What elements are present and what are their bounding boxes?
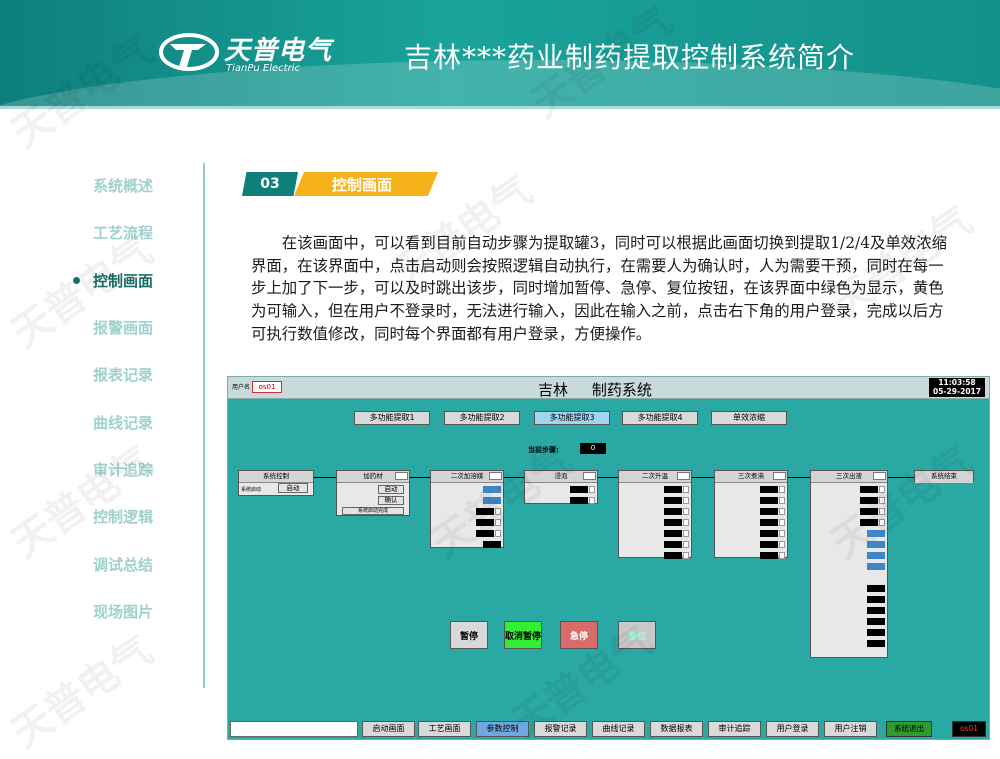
emergency-stop-button[interactable]: 急停 xyxy=(560,621,598,649)
block-title: 浸泡 xyxy=(525,471,597,483)
tab-extract-2[interactable]: 多功能提取2 xyxy=(444,411,520,425)
section-number: 03 xyxy=(242,172,298,196)
block-heat-2: 二次升温 xyxy=(618,470,692,559)
sidebar-divider xyxy=(203,163,205,688)
sidebar-item-curve[interactable]: 曲线记录 xyxy=(72,398,202,445)
sidebar-item-label: 现场图片 xyxy=(93,602,154,621)
block-soak: 浸泡 xyxy=(524,470,598,504)
pause-button[interactable]: 暂停 xyxy=(450,621,488,649)
active-bullet-icon xyxy=(73,277,80,285)
block-system-end: 系统结束 xyxy=(914,470,974,483)
sidebar-item-control[interactable]: 控制画面 xyxy=(72,257,202,304)
tab-extract-4[interactable]: 多功能提取4 xyxy=(622,411,698,425)
block-title: 三次出液 xyxy=(811,471,887,483)
sidebar-item-debug[interactable]: 调试总结 xyxy=(72,540,202,587)
block-title: 系统控制 xyxy=(239,471,313,483)
brand-name-en: TianPu Electric xyxy=(226,63,300,74)
sidebar-nav: 系统概述 工艺流程 控制画面 报警画面 报表记录 曲线记录 审计追踪 控制逻辑 … xyxy=(72,162,202,635)
tab-extract-3[interactable]: 多功能提取3 xyxy=(534,411,610,425)
block-title: 二次升温 xyxy=(619,471,691,483)
sidebar-item-label: 工艺流程 xyxy=(93,224,154,243)
block-title: 加药材 xyxy=(337,471,409,483)
nav-user-login[interactable]: 用户登录 xyxy=(766,721,819,737)
user-field: os01 xyxy=(252,381,282,393)
sidebar-item-photos[interactable]: 现场图片 xyxy=(72,588,202,635)
block-extract-3: 三次出液 启动 确认 确认 xyxy=(810,470,888,658)
system-exit-button[interactable]: 系统退出 xyxy=(886,721,932,737)
section-title: 控制画面 xyxy=(294,172,438,196)
scada-taskbar: 启动画面 工艺画面 参数控制 报警记录 曲线记录 数据报表 审计追踪 用户登录 … xyxy=(228,719,989,739)
sidebar-item-process[interactable]: 工艺流程 xyxy=(72,209,202,256)
block-label: 系统启动 xyxy=(241,486,262,493)
tab-concentrate[interactable]: 单效浓缩 xyxy=(711,411,787,425)
system-start-button[interactable]: 启动 xyxy=(278,483,308,493)
reset-button[interactable]: 复位 xyxy=(618,621,656,649)
user-label: 用户名 xyxy=(232,384,251,391)
nav-user-logout[interactable]: 用户注销 xyxy=(824,721,877,737)
current-step-label: 当前步骤: xyxy=(528,446,559,454)
clock-time: 11:03:58 xyxy=(938,378,976,387)
sidebar-item-report[interactable]: 报表记录 xyxy=(72,351,202,398)
sidebar-item-label: 控制逻辑 xyxy=(93,508,154,527)
sidebar-item-alarm[interactable]: 报警画面 xyxy=(72,304,202,351)
block-add-solvent-2: 二次加溶媒 xyxy=(430,470,504,548)
sidebar-item-audit[interactable]: 审计追踪 xyxy=(72,446,202,493)
add-material-confirm-button[interactable]: 确认 xyxy=(378,496,404,505)
nav-curve-record[interactable]: 曲线记录 xyxy=(592,721,645,737)
scada-screenshot: 用户名 os01 吉林 制药系统 11:03:58 05-29-2017 多功能… xyxy=(227,376,990,740)
sidebar-item-logic[interactable]: 控制逻辑 xyxy=(72,493,202,540)
brand-name-cn: 天普电气 xyxy=(224,36,333,66)
sidebar-item-label: 审计追踪 xyxy=(93,460,154,479)
scada-system-title: 吉林 制药系统 xyxy=(538,381,652,399)
sidebar-item-label: 调试总结 xyxy=(93,555,154,574)
sidebar-item-label: 曲线记录 xyxy=(93,413,154,432)
cancel-pause-button[interactable]: 取消暂停 xyxy=(504,621,542,649)
sidebar-item-overview[interactable]: 系统概述 xyxy=(72,162,202,209)
page-title: 吉林***药业制药提取控制系统简介 xyxy=(404,41,856,74)
sidebar-item-label: 报警画面 xyxy=(93,319,154,338)
block-title: 系统结束 xyxy=(915,471,973,483)
header-banner: 天普电气 TianPu Electric 吉林***药业制药提取控制系统简介 xyxy=(0,0,1000,108)
nav-alarm-record[interactable]: 报警记录 xyxy=(534,721,587,737)
clock-display: 11:03:58 05-29-2017 xyxy=(929,378,985,397)
sidebar-item-label: 系统概述 xyxy=(93,177,154,196)
current-step-value: 0 xyxy=(580,443,606,454)
add-material-start-button[interactable]: 启动 xyxy=(378,485,404,494)
tab-extract-1[interactable]: 多功能提取1 xyxy=(354,411,430,425)
nav-param-control[interactable]: 参数控制 xyxy=(476,721,529,737)
block-title: 三次煮沸 xyxy=(715,471,787,483)
block-title: 二次加溶媒 xyxy=(431,471,503,483)
nav-start-screen[interactable]: 启动画面 xyxy=(362,721,415,737)
alarm-mini-panel xyxy=(230,721,358,737)
watermark: 天普电气 xyxy=(3,627,162,758)
company-logo-icon xyxy=(159,33,219,71)
sidebar-item-label: 报表记录 xyxy=(93,366,154,385)
scada-titlebar: 用户名 os01 吉林 制药系统 11:03:58 05-29-2017 xyxy=(228,377,989,399)
nav-audit-trail[interactable]: 审计追踪 xyxy=(708,721,761,737)
header-divider xyxy=(0,106,1000,109)
block-boil-3: 三次煮沸 xyxy=(714,470,788,559)
clock-date: 05-29-2017 xyxy=(933,387,981,396)
nav-data-report[interactable]: 数据报表 xyxy=(650,721,703,737)
current-user-display: os01 xyxy=(952,721,986,737)
sidebar-item-label: 控制画面 xyxy=(93,271,154,290)
description-paragraph: 在该画面中，可以看到目前自动步骤为提取罐3，同时可以根据此画面切换到提取1/2/… xyxy=(251,234,947,343)
add-material-note: 系统启动完成 xyxy=(342,507,404,515)
nav-process-screen[interactable]: 工艺画面 xyxy=(418,721,471,737)
